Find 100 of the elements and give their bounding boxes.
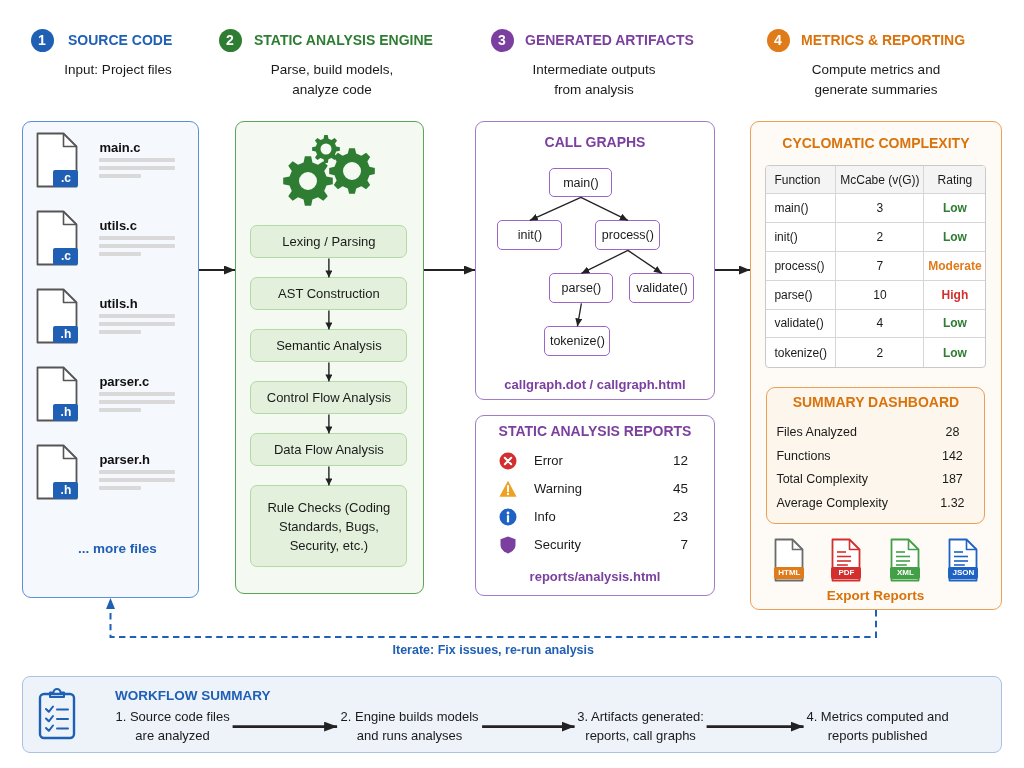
table-cell: parse() <box>766 280 837 310</box>
table-cell: process() <box>766 252 837 281</box>
section-heading: SOURCE CODE <box>68 31 173 50</box>
table-cell-text: Low <box>941 344 968 362</box>
function-node: process() <box>595 220 661 251</box>
file-type-tag: HTML <box>774 567 805 580</box>
arrow <box>529 196 582 222</box>
section-subtitle: Input: Project files <box>63 61 173 79</box>
section-heading: WORKFLOW SUMMARY <box>115 687 271 704</box>
table-cell: 3 <box>836 194 925 224</box>
table-cell: tokenize() <box>766 338 837 368</box>
summary-panel <box>766 387 986 525</box>
process-step: Rule Checks (Coding Standards, Bugs, Security, etc.) <box>250 485 408 568</box>
arrow <box>232 721 338 732</box>
section-subtitle: Parse, build models, analyze code <box>269 61 395 99</box>
arrow <box>325 257 333 279</box>
file-name: utils.h <box>99 296 138 313</box>
metric-label: Average Complexity <box>776 494 889 512</box>
file-type-tag: PDF <box>831 567 862 580</box>
file-name: utils.c <box>99 218 137 235</box>
table-cell: Low <box>924 194 986 224</box>
file-path: reports/analysis.html <box>529 568 661 585</box>
process-step: Semantic Analysis <box>250 329 408 363</box>
section-subtitle: Compute metrics and generate summaries <box>810 61 942 99</box>
arrow <box>706 721 804 732</box>
file-path: callgraph.dot / callgraph.html <box>504 376 686 393</box>
function-node: init() <box>497 220 563 251</box>
arrow <box>482 721 575 732</box>
table-cell: main() <box>766 194 837 224</box>
report-count: 7 <box>680 536 688 554</box>
process-step: Control Flow Analysis <box>250 381 408 415</box>
table-cell: validate() <box>766 309 837 339</box>
header-cell: Function <box>766 166 837 195</box>
arrow <box>325 413 333 435</box>
table-cell: 10 <box>836 280 925 310</box>
report-category: Error <box>534 452 563 470</box>
table-cell: 7 <box>836 252 925 281</box>
file-type-tag: .c <box>53 170 79 188</box>
panel-title: CALL GRAPHS <box>544 133 646 151</box>
arrow <box>714 265 751 275</box>
table-cell: 4 <box>836 309 925 339</box>
arrow <box>106 597 877 638</box>
report-count: 12 <box>672 452 688 470</box>
file-name: parser.c <box>99 374 150 391</box>
section-heading: GENERATED ARTIFACTS <box>525 31 694 50</box>
arrow <box>580 196 629 222</box>
report-panel <box>475 415 715 596</box>
header-cell: Rating <box>924 166 986 195</box>
number-badge: 4 <box>766 28 790 52</box>
file-type-tag: .h <box>53 404 79 422</box>
metric-value: 142 <box>941 447 963 465</box>
file-name: main.c <box>99 140 141 157</box>
report-count: 45 <box>672 480 688 498</box>
file-type-tag: XML <box>890 567 921 580</box>
workflow-step-text: 3. Artifacts generated: reports, call graphs <box>574 706 707 747</box>
table-cell: Low <box>924 309 986 339</box>
function-node: parse() <box>549 273 614 304</box>
metric-label: Functions <box>776 447 831 465</box>
panel-title: STATIC ANALYSIS REPORTS <box>498 422 692 440</box>
metric-value: 28 <box>945 424 960 442</box>
metric-label: Total Complexity <box>776 471 869 489</box>
engine-panel <box>235 121 424 594</box>
arrow <box>198 265 236 275</box>
file-name: parser.h <box>99 452 150 469</box>
report-category: Info <box>534 508 556 526</box>
arrow <box>423 265 476 275</box>
file-type-tag: JSON <box>948 567 979 580</box>
report-category: Security <box>534 536 581 554</box>
workflow-step-text: 1. Source code files are analyzed <box>112 706 233 747</box>
number-badge: 3 <box>490 28 514 52</box>
panel-caption: ... more files <box>78 540 157 559</box>
source-panel <box>22 121 199 598</box>
workflow-step-text: 4. Metrics computed and reports published <box>803 706 952 747</box>
arrow <box>325 309 333 331</box>
function-node: main() <box>549 168 613 198</box>
summary-bar <box>22 676 1002 753</box>
workflow-step-text: 2. Engine builds models and runs analyses <box>337 706 483 747</box>
arrow <box>575 302 583 328</box>
file-type-tag: .h <box>53 482 79 500</box>
report-count: 23 <box>672 508 688 526</box>
table-cell: Moderate <box>924 252 986 281</box>
arrow <box>325 361 333 383</box>
number-badge: 2 <box>218 28 242 52</box>
arrow <box>627 249 663 275</box>
process-step: Lexing / Parsing <box>250 225 408 259</box>
section-heading: STATIC ANALYSIS ENGINE <box>254 31 433 50</box>
header-cell: McCabe (v(G)) <box>836 166 925 195</box>
metric-value: 187 <box>941 471 963 489</box>
number-badge: 1 <box>30 28 54 52</box>
report-category: Warning <box>534 480 582 498</box>
function-node: tokenize() <box>544 326 611 357</box>
table-cell: 2 <box>836 223 925 252</box>
arrow <box>325 465 333 487</box>
table-cell: High <box>924 280 986 310</box>
section-subtitle: Intermediate outputs from analysis <box>531 61 657 99</box>
table-cell: init() <box>766 223 837 252</box>
table-cell: Low <box>924 223 986 252</box>
metrics-panel <box>750 121 1002 610</box>
table-title: CYCLOMATIC COMPLEXITY <box>782 134 970 153</box>
process-step: Data Flow Analysis <box>250 433 408 467</box>
